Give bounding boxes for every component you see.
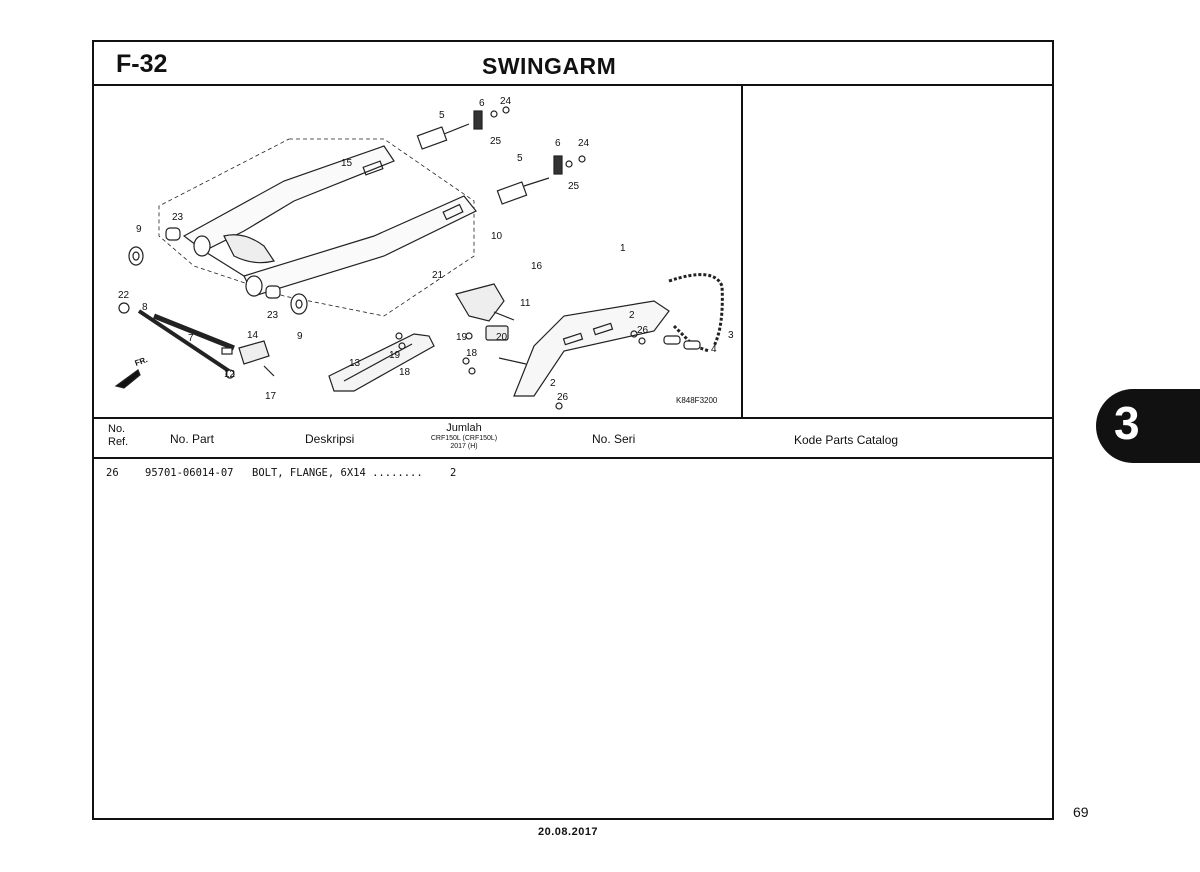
header-qty-label: Jumlah — [446, 422, 482, 434]
page-title: SWINGARM — [482, 53, 617, 79]
svg-text:19: 19 — [389, 350, 401, 361]
svg-text:17: 17 — [265, 391, 277, 402]
exploded-parts-diagram: 1 2 2 3 4 5 5 6 6 7 8 9 9 10 11 12 13 14… — [94, 86, 743, 417]
svg-text:18: 18 — [466, 348, 478, 359]
svg-text:5: 5 — [517, 153, 523, 164]
section-number: 3 — [1114, 397, 1140, 449]
svg-text:6: 6 — [555, 138, 561, 149]
table-row: 26 95701-06014-07 BOLT, FLANGE, 6X14 ...… — [94, 467, 1052, 485]
diagram-code: K848F3200 — [676, 396, 718, 405]
svg-text:7: 7 — [188, 333, 194, 344]
parts-table-header: No. Ref. No. Part Deskripsi Jumlah CRF15… — [94, 417, 1052, 459]
row-ref: 26 — [106, 467, 119, 479]
row-part-no: 95701-06014-07 — [145, 467, 234, 479]
svg-text:21: 21 — [432, 270, 444, 281]
svg-text:15: 15 — [341, 158, 353, 169]
svg-text:9: 9 — [136, 224, 142, 235]
svg-text:24: 24 — [500, 96, 512, 107]
svg-text:3: 3 — [728, 330, 734, 341]
svg-text:5: 5 — [439, 110, 445, 121]
svg-text:20: 20 — [496, 332, 508, 343]
page-header: F-32 SWINGARM — [94, 42, 1052, 86]
svg-text:1: 1 — [620, 243, 626, 254]
svg-text:26: 26 — [557, 392, 569, 403]
row-qty: 2 — [450, 467, 457, 479]
svg-text:26: 26 — [637, 325, 649, 336]
header-ref-line1: No. — [108, 423, 126, 435]
svg-text:22: 22 — [118, 290, 130, 301]
svg-text:25: 25 — [568, 181, 580, 192]
svg-text:2: 2 — [550, 378, 556, 389]
header-catalog-code: Kode Parts Catalog — [794, 433, 899, 447]
svg-text:18: 18 — [399, 367, 411, 378]
svg-text:2: 2 — [629, 310, 635, 321]
svg-text:9: 9 — [297, 331, 303, 342]
svg-text:23: 23 — [172, 212, 184, 223]
page-number: 69 — [1073, 804, 1089, 820]
svg-text:12: 12 — [224, 369, 236, 380]
header-description: Deskripsi — [305, 432, 355, 446]
svg-text:24: 24 — [578, 138, 590, 149]
catalog-page-frame: F-32 SWINGARM — [92, 40, 1054, 820]
svg-text:23: 23 — [267, 310, 279, 321]
svg-text:25: 25 — [490, 136, 502, 147]
header-serial-no: No. Seri — [592, 432, 636, 446]
svg-text:11: 11 — [520, 298, 531, 309]
svg-text:6: 6 — [479, 98, 485, 109]
header-ref-no: No. Ref. — [108, 423, 128, 449]
header-quantity: Jumlah CRF150L (CRF150L) 2017 (H) — [420, 422, 508, 450]
header-part-no: No. Part — [170, 432, 215, 446]
header-qty-model: CRF150L (CRF150L) — [430, 435, 498, 442]
svg-text:10: 10 — [491, 231, 503, 242]
svg-text:FR.: FR. — [134, 355, 149, 368]
row-description: BOLT, FLANGE, 6X14 ........ — [252, 467, 423, 479]
header-ref-line2: Ref. — [108, 436, 129, 448]
issue-date: 20.08.2017 — [538, 826, 599, 838]
svg-text:8: 8 — [142, 302, 148, 313]
svg-text:19: 19 — [456, 332, 468, 343]
svg-text:16: 16 — [531, 261, 543, 272]
header-qty-year: 2017 (H) — [450, 443, 478, 450]
svg-text:4: 4 — [711, 344, 717, 355]
svg-text:13: 13 — [349, 358, 361, 369]
figure-code: F-32 — [116, 50, 168, 78]
section-tab: 3 — [1096, 389, 1200, 463]
svg-text:14: 14 — [247, 330, 259, 341]
swingarm-illustration: 1 2 2 3 4 5 5 6 6 7 8 9 9 10 11 12 13 14… — [114, 96, 734, 410]
